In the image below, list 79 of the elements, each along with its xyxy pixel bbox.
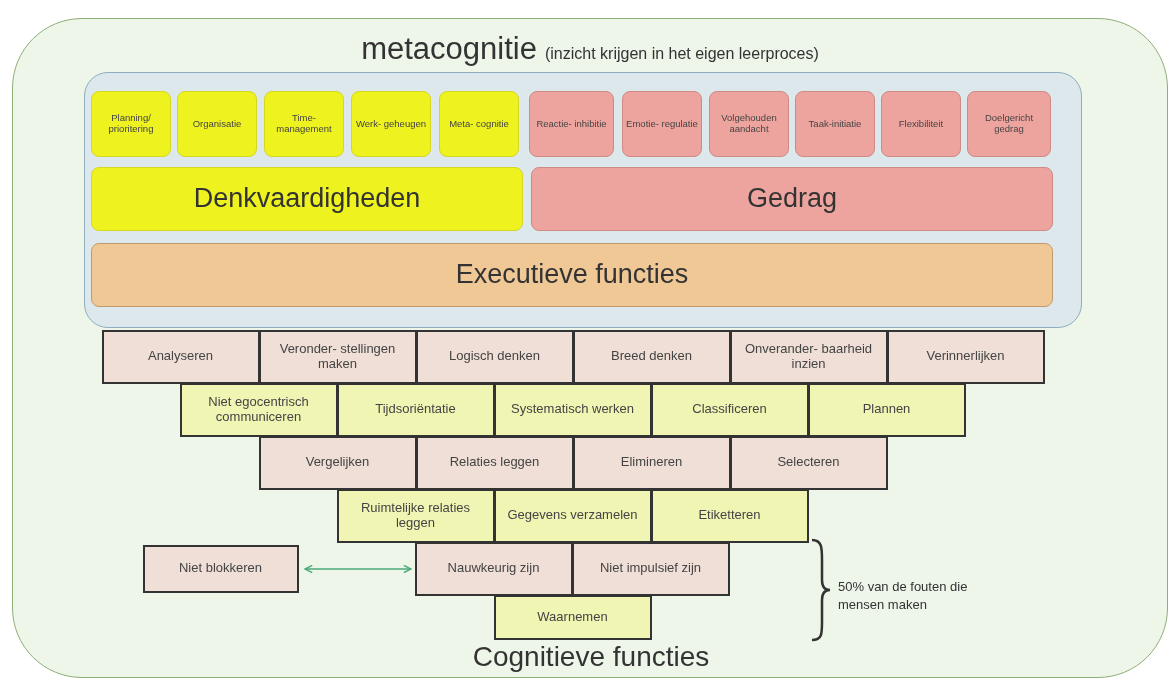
function-box bbox=[493, 382, 652, 437]
function-box bbox=[336, 488, 495, 543]
box-label: Veronder- stellingen maken bbox=[278, 341, 397, 372]
box-label: Nauwkeurig zijn bbox=[446, 561, 541, 576]
function-box bbox=[650, 488, 809, 543]
panel-heading: metacognitie bbox=[361, 31, 537, 66]
inner-panel bbox=[83, 71, 1082, 328]
box-label: Planning/ prioritering bbox=[107, 113, 155, 135]
function-box bbox=[493, 488, 652, 543]
function-box bbox=[886, 329, 1045, 384]
skill-box bbox=[709, 91, 789, 157]
skill-box bbox=[622, 91, 702, 157]
box-label: Doelgericht gedrag bbox=[983, 113, 1035, 135]
skill-box bbox=[881, 91, 961, 157]
skill-box bbox=[439, 91, 519, 157]
double-arrow bbox=[304, 564, 412, 574]
box-label: Logisch denken bbox=[447, 349, 542, 364]
function-box bbox=[493, 594, 652, 640]
function-box bbox=[729, 329, 888, 384]
skill-box bbox=[264, 91, 344, 157]
box-label: Reactie- inhibitie bbox=[535, 118, 608, 130]
skill-box bbox=[529, 91, 614, 157]
box-label: Werk- geheugen bbox=[354, 118, 428, 130]
box-label: Flexibiliteit bbox=[897, 118, 945, 130]
box-label: Analyseren bbox=[146, 349, 214, 364]
box-label: Volgehouden aandacht bbox=[720, 113, 778, 135]
category-box bbox=[91, 167, 523, 231]
category-box bbox=[531, 167, 1053, 231]
function-box bbox=[179, 382, 338, 437]
skill-box bbox=[177, 91, 257, 157]
skill-box bbox=[795, 91, 875, 157]
box-label: Classificeren bbox=[691, 402, 768, 417]
function-box bbox=[258, 435, 417, 490]
box-label: Breed denken bbox=[610, 349, 693, 364]
note-text: 50% van de fouten die mensen maken bbox=[838, 578, 969, 614]
box-label: Plannen bbox=[861, 402, 912, 417]
box-label: Systematisch werken bbox=[510, 402, 635, 417]
box-label: Executieve functies bbox=[454, 259, 690, 291]
box-label: Relaties leggen bbox=[448, 455, 541, 470]
box-label: Niet egocentrisch communiceren bbox=[207, 394, 310, 425]
box-label: Onverander- baarheid inzien bbox=[743, 341, 874, 372]
function-box bbox=[336, 382, 495, 437]
outer-panel bbox=[12, 18, 1168, 678]
box-label: Ruimtelijke relaties leggen bbox=[359, 500, 472, 531]
box-label: Elimineren bbox=[619, 455, 684, 470]
panel-footer-heading: Cognitieve functies bbox=[471, 641, 711, 673]
box-label: Denkvaardigheden bbox=[192, 183, 422, 215]
box-label: Verinnerlijken bbox=[925, 349, 1006, 364]
box-label: Meta- cognitie bbox=[448, 118, 510, 130]
box-label: Taak-initiatie bbox=[807, 118, 863, 130]
function-box bbox=[807, 382, 966, 437]
function-box bbox=[101, 329, 260, 384]
function-box bbox=[414, 541, 573, 596]
skill-box bbox=[91, 91, 171, 157]
box-label: Niet impulsief zijn bbox=[598, 561, 703, 576]
function-box bbox=[258, 329, 417, 384]
box-label: Time- management bbox=[275, 113, 333, 135]
function-box bbox=[571, 541, 730, 596]
box-label: Gedrag bbox=[745, 183, 839, 215]
box-label: Vergelijken bbox=[304, 455, 371, 470]
box-label: Waarnemen bbox=[536, 609, 609, 625]
box-label: Emotie- regulatie bbox=[625, 118, 699, 130]
box-label: Selecteren bbox=[776, 455, 841, 470]
category-box bbox=[91, 243, 1053, 307]
function-box bbox=[572, 329, 731, 384]
function-box bbox=[650, 382, 809, 437]
box-label: Organisatie bbox=[191, 118, 243, 130]
skill-box bbox=[351, 91, 431, 157]
skill-box bbox=[967, 91, 1051, 157]
function-box bbox=[415, 329, 574, 384]
box-label: Gegevens verzamelen bbox=[506, 508, 639, 523]
panel-subheading: (inzicht krijgen in het eigen leerproces) bbox=[544, 45, 819, 62]
function-box bbox=[415, 435, 574, 490]
box-label: Etiketteren bbox=[697, 508, 762, 523]
function-box bbox=[572, 435, 731, 490]
function-box bbox=[142, 544, 299, 593]
function-box bbox=[729, 435, 888, 490]
box-label: Tijdsoriëntatie bbox=[374, 402, 457, 417]
box-label: Niet blokkeren bbox=[177, 561, 264, 576]
